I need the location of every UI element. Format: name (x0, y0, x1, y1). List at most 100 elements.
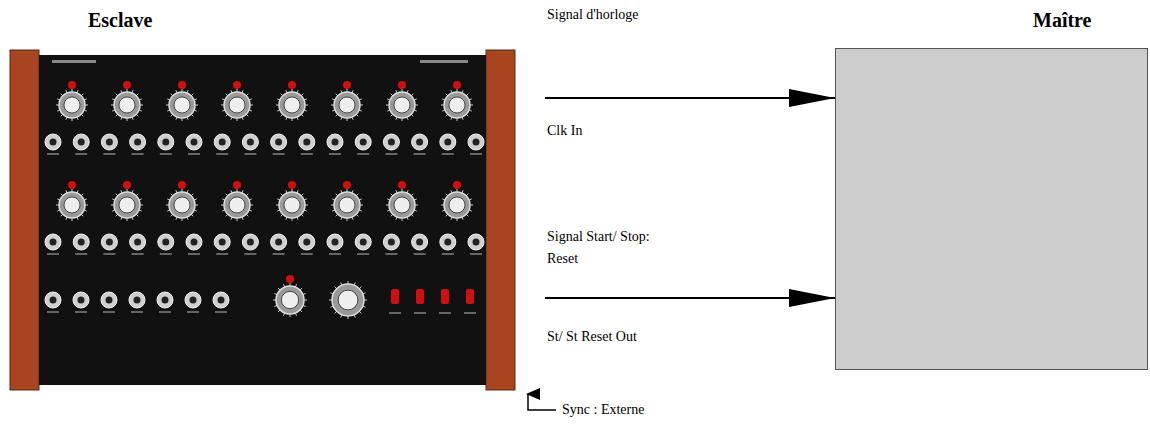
knob-cap (394, 197, 410, 213)
jack-marking (329, 253, 341, 255)
master-box (835, 48, 1148, 370)
switch-marking (389, 312, 401, 314)
jack-hole (78, 239, 85, 246)
knob (276, 286, 304, 314)
panel-marking (52, 60, 96, 63)
jack (73, 234, 89, 250)
knob (444, 92, 470, 118)
knob-cap (281, 291, 298, 308)
jack-hole (191, 239, 198, 246)
jack (412, 234, 428, 250)
jack-marking (159, 311, 171, 313)
knob (169, 92, 195, 118)
jack-marking (273, 253, 285, 255)
jack-hole (162, 139, 169, 146)
knob-cap (229, 97, 245, 113)
knob-indicator (398, 181, 406, 189)
jack (158, 234, 174, 250)
knob-indicator (233, 81, 241, 89)
jack-hole (444, 239, 451, 246)
jack-hole (473, 239, 480, 246)
jack-marking (132, 153, 144, 155)
jack-hole (162, 297, 169, 304)
jack-marking (216, 153, 228, 155)
wood-side (10, 50, 39, 390)
jack-marking (470, 153, 482, 155)
jack-marking (103, 253, 115, 255)
knob (59, 192, 85, 218)
jack-marking (103, 311, 115, 313)
knob-cap (64, 197, 80, 213)
jack-marking (385, 153, 397, 155)
jack (45, 234, 61, 250)
jack-marking (470, 253, 482, 255)
jack-marking (244, 153, 256, 155)
knob (59, 92, 85, 118)
jack (355, 234, 371, 250)
jack-marking (414, 153, 426, 155)
jack-marking (357, 253, 369, 255)
knob-indicator (288, 181, 296, 189)
jack-hole (473, 139, 480, 146)
jack-hole (247, 239, 254, 246)
jack (242, 134, 258, 150)
knob (279, 92, 305, 118)
jack-marking (160, 253, 172, 255)
jack-marking (47, 311, 59, 313)
knob-cap (394, 97, 410, 113)
signal-arrow (545, 97, 835, 99)
jack (186, 134, 202, 150)
jack (185, 292, 201, 308)
jack-marking (75, 311, 87, 313)
jack-hole (162, 239, 169, 246)
jack-hole (332, 239, 339, 246)
jack (130, 234, 146, 250)
jack-hole (219, 239, 226, 246)
jack-marking (357, 153, 369, 155)
jack-marking (75, 253, 87, 255)
jack (101, 292, 117, 308)
switch (441, 289, 449, 304)
jack (327, 134, 343, 150)
knob-indicator (178, 81, 186, 89)
jack-hole (303, 239, 310, 246)
knob (444, 192, 470, 218)
switch-marking (439, 312, 451, 314)
setting-note: Sync : Externe (562, 399, 644, 421)
knob (169, 192, 195, 218)
knob (334, 92, 360, 118)
jack-hole (275, 239, 282, 246)
jack-hole (134, 239, 141, 246)
jack-marking (47, 253, 59, 255)
jack-marking (75, 153, 87, 155)
knob-indicator (178, 181, 186, 189)
sequencer-device (10, 50, 515, 390)
jack-hole (50, 297, 57, 304)
jack-hole (360, 139, 367, 146)
jack-hole (303, 139, 310, 146)
knob-indicator (286, 275, 294, 283)
knob (279, 192, 305, 218)
jack-marking (188, 153, 200, 155)
jack (468, 234, 484, 250)
jack (412, 134, 428, 150)
signal-name: Signal Start/ Stop: Reset (547, 226, 672, 270)
front-panel (39, 55, 486, 385)
knob-indicator (233, 181, 241, 189)
knob-cap (119, 97, 135, 113)
jack-hole (78, 139, 85, 146)
panel-marking (420, 60, 468, 63)
jack-marking (131, 311, 143, 313)
jack (271, 234, 287, 250)
jack-marking (103, 153, 115, 155)
jack (157, 292, 173, 308)
jack-hole (444, 139, 451, 146)
jack-hole (50, 139, 57, 146)
jack-hole (416, 139, 423, 146)
jack-hole (218, 297, 225, 304)
knob-indicator (453, 81, 461, 89)
jack-marking (329, 153, 341, 155)
knob-cap (64, 97, 80, 113)
jack (186, 234, 202, 250)
jack-marking (301, 253, 313, 255)
